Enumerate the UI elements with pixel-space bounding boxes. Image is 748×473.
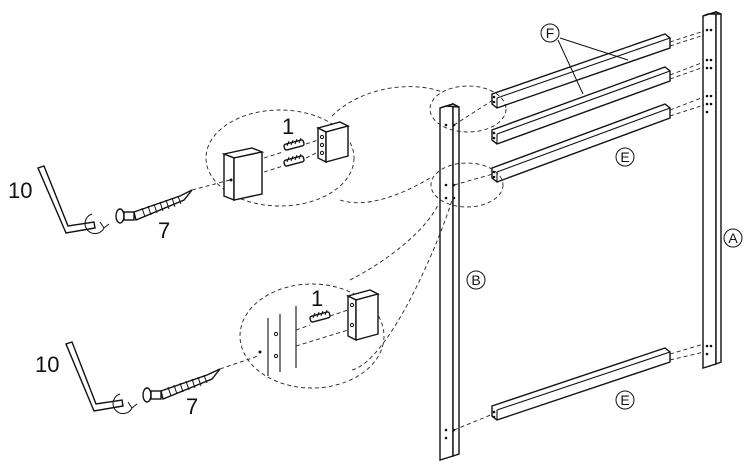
allen-key-top: 10 [8,165,110,235]
rail-f-top [491,30,705,109]
panel-a: A [702,10,743,369]
rail-e-lower [491,343,705,421]
b-to-rail-dashes [453,99,494,431]
label-f-circle [540,23,560,43]
dowel-bottom [309,309,331,323]
screw-bottom: 7 [142,355,259,419]
screw-top: 7 [115,179,231,243]
label-screw-bottom: 7 [186,394,198,419]
label-a: A [728,230,738,246]
panel-b: B [439,102,486,461]
label-f: F [546,25,555,41]
label-e-top: E [620,149,629,165]
rail-e-upper [491,96,705,183]
callout-curve-bottom-2 [351,199,453,371]
label-dowel-bottom: 1 [311,286,323,311]
detail-callout-bottom: 1 [239,283,385,389]
rail-f-middle [491,61,705,145]
callout-curve-top-2 [339,177,431,204]
label-a-circle [723,228,743,248]
label-key-bottom: 10 [35,352,59,377]
detail-ellipse-mid-frame [430,162,504,208]
label-e-top-circle [615,147,635,167]
panel-a-holes [705,28,713,356]
label-b-circle [466,270,486,290]
label-key-top: 10 [8,178,32,203]
label-e-bottom: E [620,392,629,408]
allen-key-bottom: 10 [35,341,138,415]
dowel-top-1 [283,137,305,151]
label-b: B [471,272,480,288]
dowel-top-2 [283,153,305,167]
label-screw-top: 7 [158,218,170,243]
detail-ellipse-top-frame [429,85,507,133]
label-e-bottom-circle [615,390,635,410]
detail-callout-top: 1 [205,109,355,207]
label-dowel-top: 1 [282,114,294,139]
label-f-leader-1 [557,39,584,95]
label-f-leader-2 [559,37,629,61]
callout-curve-top-1 [331,86,443,117]
callout-curve-bottom-1 [349,204,439,281]
